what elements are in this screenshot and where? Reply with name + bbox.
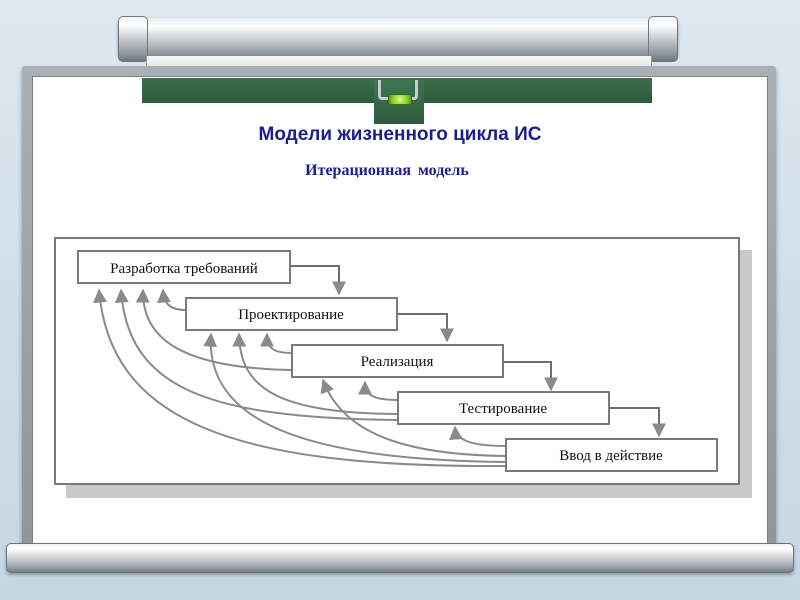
feedback-arrow <box>93 288 507 468</box>
stage-box-implementation: Реализация <box>291 344 504 378</box>
slide-title: Модели жизненного цикла ИС <box>258 124 542 145</box>
stage-label-requirements: Разработка требований <box>110 261 258 277</box>
slide-subtitle: Итерационная модель <box>305 162 469 179</box>
clip <box>374 80 424 124</box>
stage-box-requirements: Разработка требований <box>77 250 291 284</box>
forward-arrow <box>609 407 666 438</box>
top-roller-right-cap <box>648 16 678 62</box>
stage-label-deployment: Ввод в действие <box>559 448 663 464</box>
feedback-arrows <box>93 288 507 468</box>
forward-arrow <box>503 361 558 392</box>
forward-arrow <box>290 265 346 296</box>
stage-box-deployment: Ввод в действие <box>505 438 718 472</box>
feedback-arrow <box>203 332 507 463</box>
feedback-arrow <box>157 288 187 311</box>
stage-boxes: Разработка требований Проектирование Реа… <box>77 250 718 472</box>
stage-box-design: Проектирование <box>185 297 398 331</box>
feedback-arrow <box>449 425 507 447</box>
feedback-arrow <box>135 288 293 371</box>
stage-box-testing: Тестирование <box>397 391 610 425</box>
forward-arrow <box>397 313 454 343</box>
feedback-arrow <box>320 378 507 457</box>
stage-label-design: Проектирование <box>238 307 344 323</box>
feedback-arrow <box>260 332 293 354</box>
stage-label-testing: Тестирование <box>459 401 547 417</box>
stage-label-implementation: Реализация <box>361 354 434 370</box>
feedback-arrow <box>358 380 399 401</box>
feedback-arrow <box>114 288 399 421</box>
top-roller <box>118 16 678 62</box>
bottom-roller <box>6 543 794 573</box>
clip-indicator <box>388 94 412 105</box>
forward-arrows <box>290 265 666 438</box>
feedback-arrow <box>232 332 399 415</box>
top-roller-left-cap <box>118 16 148 62</box>
